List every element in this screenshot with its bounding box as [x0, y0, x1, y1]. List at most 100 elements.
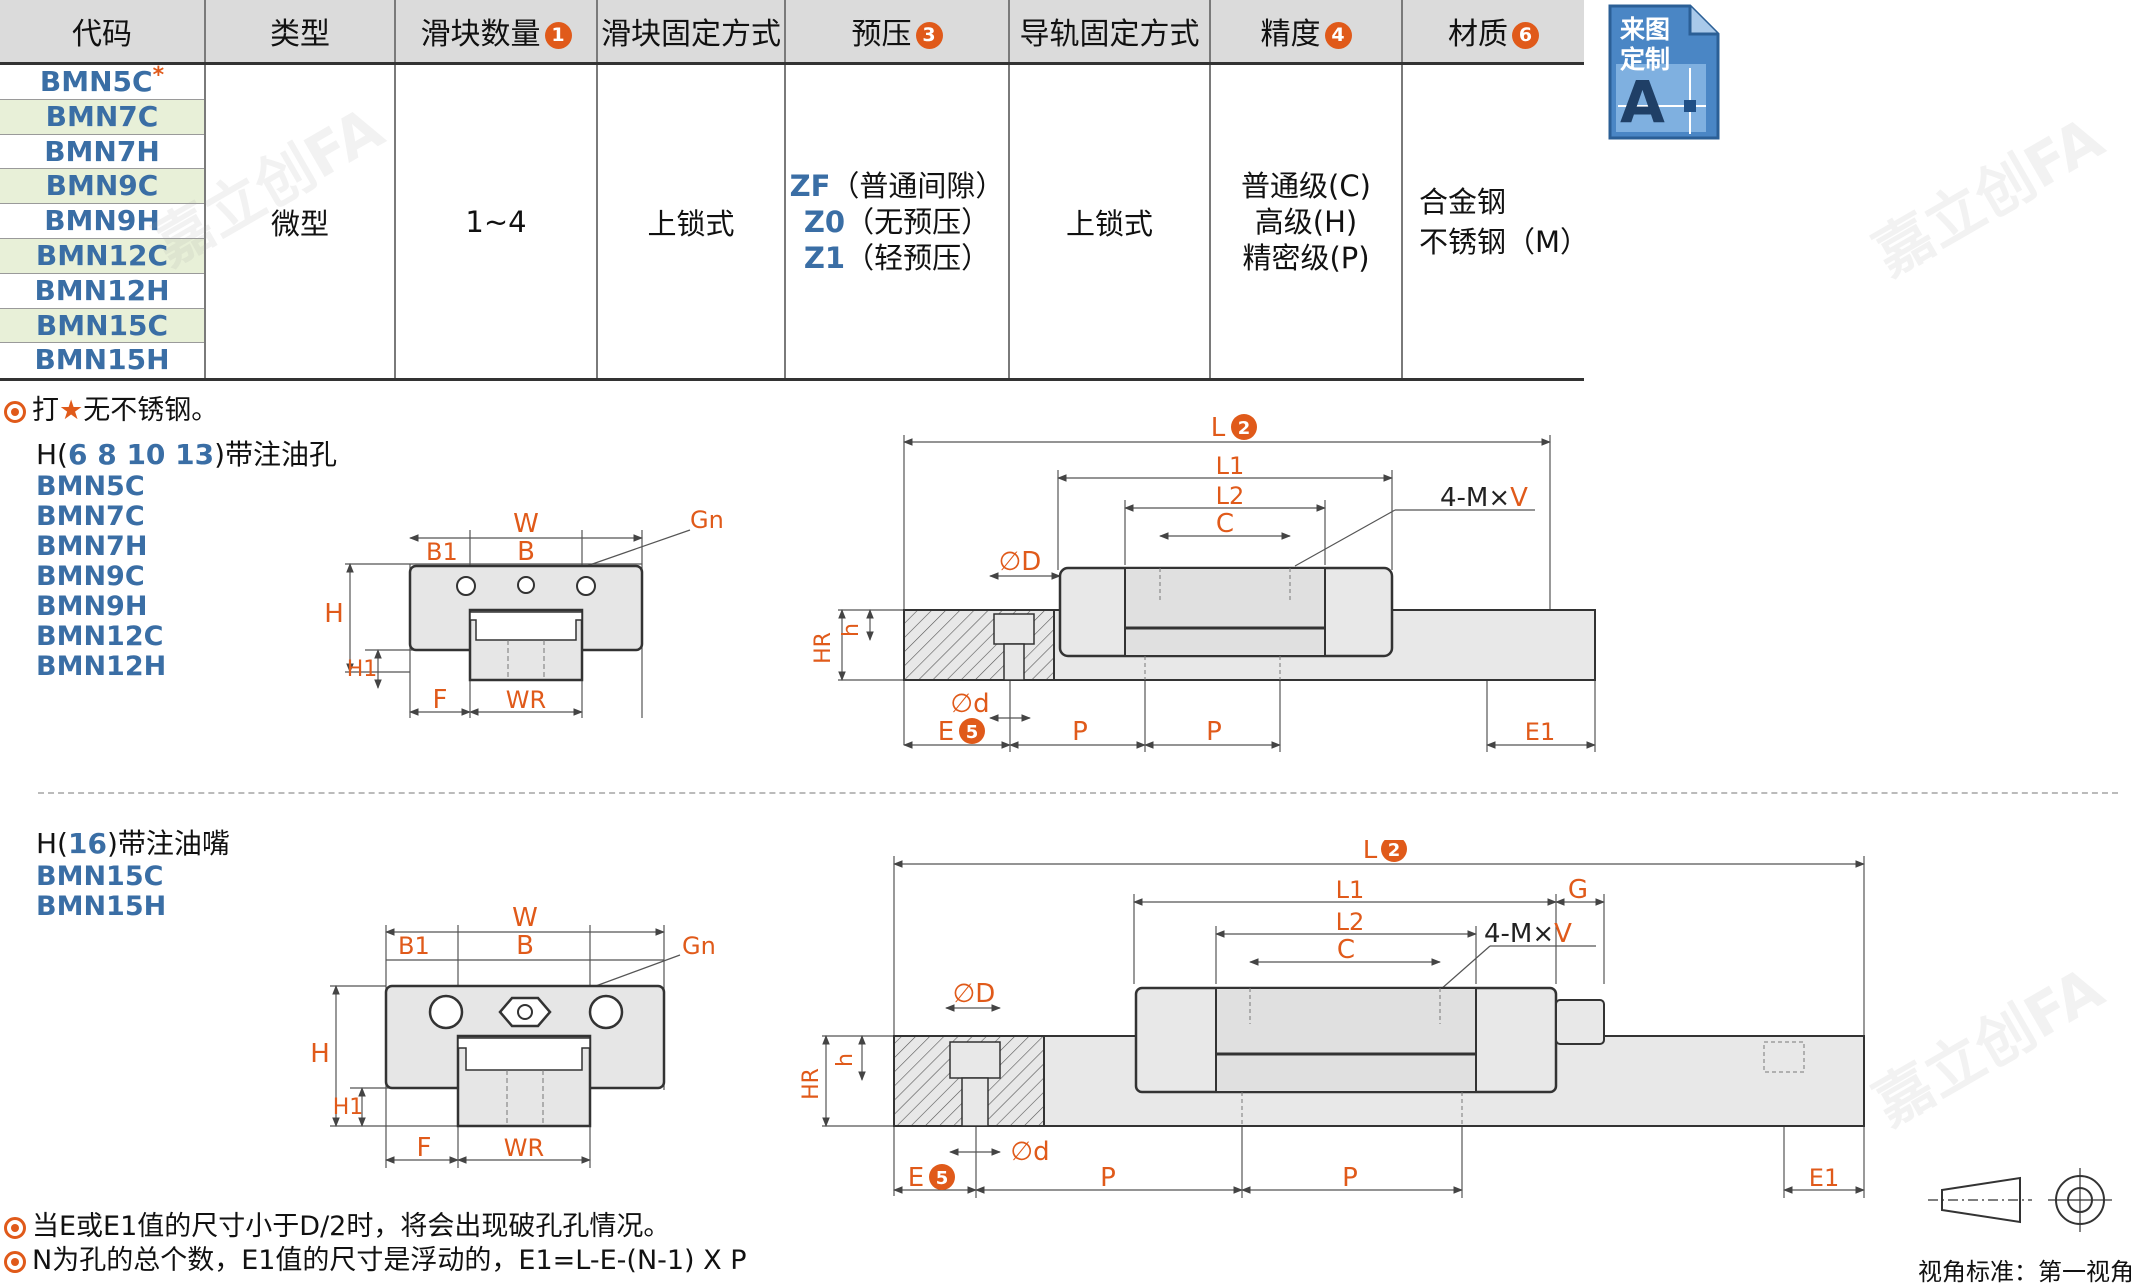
badge-1: 1: [544, 22, 572, 49]
dim-H1: H1: [333, 1095, 364, 1120]
dim-D: ∅D: [999, 547, 1042, 577]
preload-cell: ZF（普通间隙） Z0（无预压） Z1（轻预压）: [785, 63, 1010, 382]
dim-L1: L1: [1336, 876, 1365, 904]
dim-P: P: [1342, 1163, 1358, 1193]
badge-2-icon: [1381, 840, 1407, 862]
dim-W: W: [512, 903, 538, 933]
code-item[interactable]: BMN9C: [0, 169, 204, 205]
dim-L2: L2: [1216, 482, 1245, 510]
dim-F: F: [417, 1133, 432, 1163]
model-item[interactable]: BMN7C: [36, 501, 145, 532]
badge-5-icon: [929, 1164, 955, 1190]
svg-text:2: 2: [1388, 840, 1401, 861]
preload-code[interactable]: Z1: [803, 240, 846, 275]
header-code: 代码: [0, 0, 206, 65]
section2-end-view: W B B1 Gn H H1 F WR: [310, 903, 716, 1168]
dim-Gn: Gn: [682, 932, 716, 960]
watermark-logo: 嘉立创FA: [1862, 953, 2115, 1139]
model-item[interactable]: BMN9C: [36, 561, 145, 592]
badge-2-icon: [1231, 414, 1257, 440]
code-list: BMN5C* BMN7C BMN7H BMN9C BMN9H BMN12C BM…: [0, 63, 206, 382]
model-item[interactable]: BMN7H: [36, 531, 148, 562]
section2-model-list: BMN15C BMN15H: [36, 862, 166, 922]
code-item[interactable]: BMN5C*: [0, 65, 204, 100]
table-row: BMN5C* BMN7C BMN7H BMN9C BMN9H BMN12C BM…: [0, 63, 1589, 382]
badge-text-line2: 定制: [1620, 45, 1671, 74]
dim-B1: B1: [398, 932, 430, 960]
svg-text:5: 5: [966, 722, 979, 743]
code-item[interactable]: BMN15C: [0, 308, 204, 344]
dim-E1: E1: [1525, 718, 1555, 746]
dim-h: h: [839, 623, 864, 637]
dim-P: P: [1206, 717, 1222, 747]
section1-side-view: L 2 L1 L2 C 4-M×V ∅D HR h ∅d E 5 P P E1: [811, 413, 1596, 752]
dim-H: H: [310, 1039, 330, 1069]
dim-d: ∅d: [950, 689, 989, 719]
dim-h: h: [833, 1053, 858, 1067]
dim-E: E: [938, 717, 954, 747]
badge-6: 6: [1512, 22, 1539, 49]
dim-C: C: [1216, 509, 1234, 539]
dim-F: F: [433, 685, 448, 715]
dim-M: 4-M×V: [1484, 919, 1572, 949]
dim-H: H: [324, 599, 344, 629]
model-item[interactable]: BMN9H: [36, 591, 148, 622]
code-item[interactable]: BMN9H: [0, 204, 204, 239]
bullet-icon: [4, 1216, 26, 1239]
dim-H1: H1: [347, 657, 378, 682]
dim-Gn: Gn: [690, 506, 724, 534]
custom-drawing-badge[interactable]: 来图 定制 A: [1606, 2, 1722, 142]
code-item[interactable]: BMN15H: [34, 343, 170, 377]
preload-code[interactable]: ZF: [789, 168, 831, 203]
dim-L2: L2: [1336, 908, 1365, 936]
dim-L: L: [1363, 840, 1378, 865]
document-icon: [1608, 4, 1720, 140]
code-item[interactable]: BMN12C: [0, 238, 204, 274]
svg-text:5: 5: [936, 1168, 949, 1189]
badge-5-icon: [959, 718, 985, 744]
dim-E1: E1: [1809, 1164, 1839, 1192]
bullet-icon: [4, 400, 26, 423]
section2-side-view: L 2 L1 G L2 C 4-M×V ∅D HR h ∅d E 5 P P E…: [799, 840, 1865, 1198]
dim-D: ∅D: [953, 979, 996, 1009]
star-mark: *: [152, 63, 165, 88]
preload-code[interactable]: Z0: [803, 204, 846, 239]
code-item[interactable]: BMN12H: [0, 274, 204, 309]
section1-model-list: BMN5C BMN7C BMN7H BMN9C BMN9H BMN12C BMN…: [36, 472, 166, 682]
type-cell: 微型: [205, 63, 396, 382]
section-divider: [38, 792, 2118, 794]
note-1: 当E或E1值的尺寸小于D/2时，将会出现破孔孔情况。: [4, 1204, 670, 1243]
note-2: N为孔的总个数，E1值的尺寸是浮动的，E1=L-E-(N-1) X P: [4, 1238, 747, 1277]
header-slider-fix: 滑块固定方式: [597, 0, 786, 65]
dim-B: B: [516, 931, 534, 961]
dim-HR: HR: [799, 1068, 824, 1100]
dim-B: B: [517, 537, 535, 567]
model-item[interactable]: BMN5C: [36, 471, 145, 502]
model-item[interactable]: BMN12C: [36, 621, 164, 652]
badge-4: 4: [1324, 22, 1352, 49]
dim-WR: WR: [504, 1134, 544, 1162]
star-icon: ★: [59, 395, 84, 426]
first-angle-projection-icon: [1928, 1168, 2112, 1232]
model-item[interactable]: BMN12H: [36, 651, 167, 682]
badge-3: 3: [915, 22, 943, 49]
model-item[interactable]: BMN15C: [36, 861, 164, 892]
section1-title: H(6 8 10 13)带注油孔: [36, 438, 338, 471]
rail-fix-cell: 上锁式: [1009, 63, 1211, 382]
dim-B1: B1: [426, 538, 458, 566]
code-item[interactable]: BMN7C: [0, 99, 204, 135]
model-item[interactable]: BMN15H: [36, 891, 167, 922]
dim-E: E: [908, 1163, 924, 1193]
bullet-icon: [4, 1250, 26, 1273]
slider-count-cell: 1~4: [395, 63, 598, 382]
slider-fix-cell: 上锁式: [597, 63, 786, 382]
dim-P: P: [1072, 717, 1088, 747]
dim-L: L: [1211, 413, 1226, 443]
code-item[interactable]: BMN7H: [0, 135, 204, 170]
